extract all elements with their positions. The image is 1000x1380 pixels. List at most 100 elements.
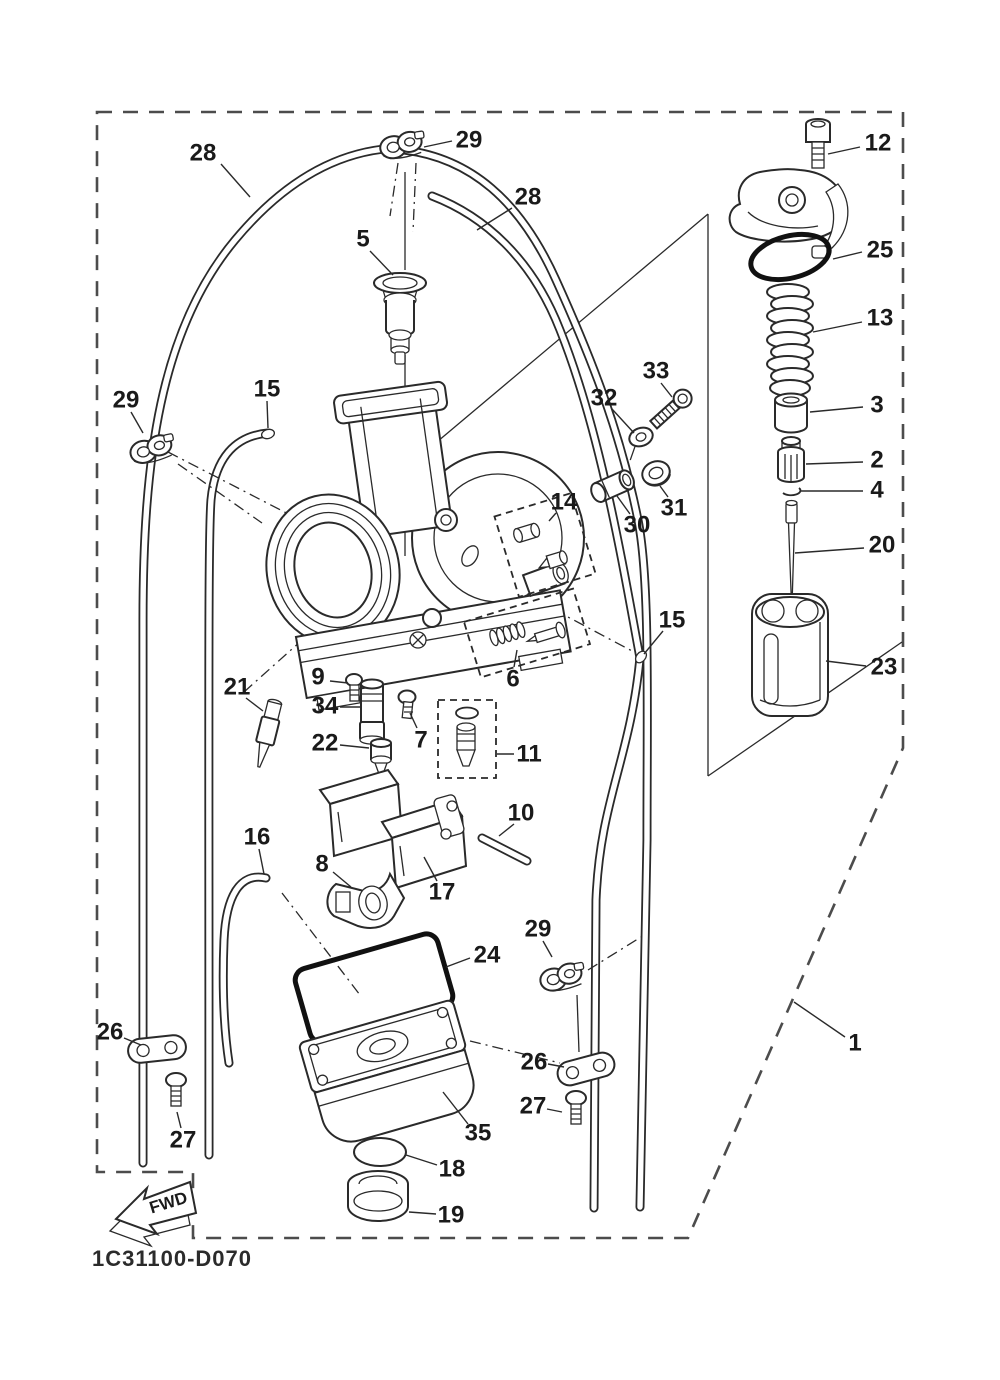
callout-6: 6 bbox=[506, 666, 519, 693]
callout-21: 21 bbox=[224, 674, 251, 701]
leader-28-right bbox=[476, 207, 513, 231]
part-starter-plunger bbox=[373, 272, 427, 365]
callout-24: 24 bbox=[474, 942, 501, 969]
leader-29-left bbox=[130, 411, 144, 434]
leader-17 bbox=[423, 856, 438, 882]
leader-23 bbox=[825, 660, 867, 667]
callout-29-left: 29 bbox=[113, 387, 140, 414]
leader-16 bbox=[258, 848, 265, 875]
callout-27-left: 27 bbox=[170, 1127, 197, 1154]
callout-28-left: 28 bbox=[190, 140, 217, 167]
part-throttle-cover bbox=[728, 168, 849, 259]
callout-8: 8 bbox=[315, 851, 328, 878]
part-needle-holder-2 bbox=[777, 436, 805, 483]
leader-13 bbox=[812, 321, 863, 333]
part-screw-27-left bbox=[165, 1072, 187, 1107]
leader-25 bbox=[832, 251, 863, 260]
part-clip-4 bbox=[782, 487, 802, 497]
leader-30 bbox=[616, 495, 631, 515]
leader-33 bbox=[660, 382, 673, 398]
leader-1 bbox=[793, 1001, 846, 1038]
callout-26-left: 26 bbox=[97, 1019, 124, 1046]
callout-32: 32 bbox=[591, 385, 618, 412]
callout-7: 7 bbox=[414, 727, 427, 754]
callout-14: 14 bbox=[551, 489, 578, 516]
leader-29-bottom bbox=[542, 940, 553, 958]
callout-9: 9 bbox=[311, 664, 324, 691]
leader-22 bbox=[339, 744, 370, 749]
part-oring-18 bbox=[353, 1137, 407, 1167]
leader-27-left bbox=[176, 1111, 182, 1129]
callout-31: 31 bbox=[661, 495, 688, 522]
callout-17: 17 bbox=[429, 879, 456, 906]
kit-box-14 bbox=[493, 492, 597, 598]
callout-26-right: 26 bbox=[521, 1049, 548, 1076]
part-drain-plug-19 bbox=[347, 1170, 409, 1222]
callout-29-top: 29 bbox=[456, 127, 483, 154]
leader-18 bbox=[405, 1154, 438, 1166]
part-fitting-30 bbox=[590, 469, 635, 504]
part-screw-9 bbox=[345, 673, 363, 702]
carburetor-body bbox=[265, 380, 585, 711]
part-spring-13 bbox=[766, 283, 814, 397]
leader-12 bbox=[827, 146, 861, 155]
callout-33: 33 bbox=[643, 358, 670, 385]
leader-5 bbox=[369, 250, 394, 276]
leader-32 bbox=[611, 408, 635, 434]
callout-13: 13 bbox=[867, 305, 894, 332]
hoses-28-15-16 bbox=[138, 143, 652, 1213]
part-plate-26-left bbox=[125, 1033, 189, 1065]
hose-end-15-left bbox=[260, 428, 276, 440]
callout-18: 18 bbox=[439, 1156, 466, 1183]
leader-3 bbox=[809, 406, 864, 413]
callout-15-left: 15 bbox=[254, 376, 281, 403]
callout-34: 34 bbox=[312, 693, 339, 720]
leader-20 bbox=[794, 547, 865, 554]
part-float-pin-10 bbox=[477, 833, 532, 866]
callout-35: 35 bbox=[465, 1120, 492, 1147]
part-pilot-jet-22 bbox=[370, 738, 392, 775]
callout-12: 12 bbox=[865, 130, 892, 157]
diagram-code: 1C31100-D070 bbox=[92, 1246, 252, 1271]
callout-30: 30 bbox=[624, 512, 651, 539]
callout-29-bottom: 29 bbox=[525, 916, 552, 943]
kit-14-contents bbox=[513, 522, 568, 570]
leader-28-left bbox=[220, 163, 251, 198]
kit-6-contents bbox=[489, 621, 566, 647]
callout-2: 2 bbox=[870, 447, 883, 474]
callout-25: 25 bbox=[867, 237, 894, 264]
part-screw-33 bbox=[648, 388, 693, 430]
part-main-nozzle-34 bbox=[359, 678, 385, 745]
leader-10 bbox=[498, 823, 515, 837]
leader-26-left bbox=[123, 1037, 142, 1046]
leader-24 bbox=[445, 957, 471, 968]
leader-8 bbox=[332, 871, 352, 888]
rod-above-plate bbox=[576, 994, 580, 1053]
part-bracket-8 bbox=[326, 871, 406, 929]
part-float-bowl-35 bbox=[298, 999, 475, 1143]
leader-21 bbox=[245, 697, 264, 712]
leader-15-right bbox=[643, 630, 664, 655]
part-washer-32 bbox=[628, 426, 654, 461]
callout-27-right: 27 bbox=[520, 1093, 547, 1120]
part-screw-27-right bbox=[565, 1090, 587, 1125]
leader-26-right bbox=[547, 1063, 565, 1068]
leader-19 bbox=[408, 1211, 437, 1215]
part-jet-needle-20 bbox=[785, 499, 798, 613]
part-plate-26-right bbox=[553, 1048, 619, 1090]
part-screw-7 bbox=[397, 689, 417, 720]
leader-2 bbox=[805, 461, 864, 465]
part-float-17 bbox=[318, 768, 468, 890]
part-nut-31 bbox=[641, 460, 671, 487]
kit-11-contents bbox=[455, 706, 479, 767]
callout-22: 22 bbox=[312, 730, 339, 757]
callout-3: 3 bbox=[870, 392, 883, 419]
leader-6 bbox=[513, 649, 518, 668]
leader-31 bbox=[659, 485, 669, 498]
leader-27-right bbox=[546, 1108, 563, 1113]
part-oring-25 bbox=[748, 231, 832, 283]
leader-35 bbox=[442, 1091, 469, 1125]
